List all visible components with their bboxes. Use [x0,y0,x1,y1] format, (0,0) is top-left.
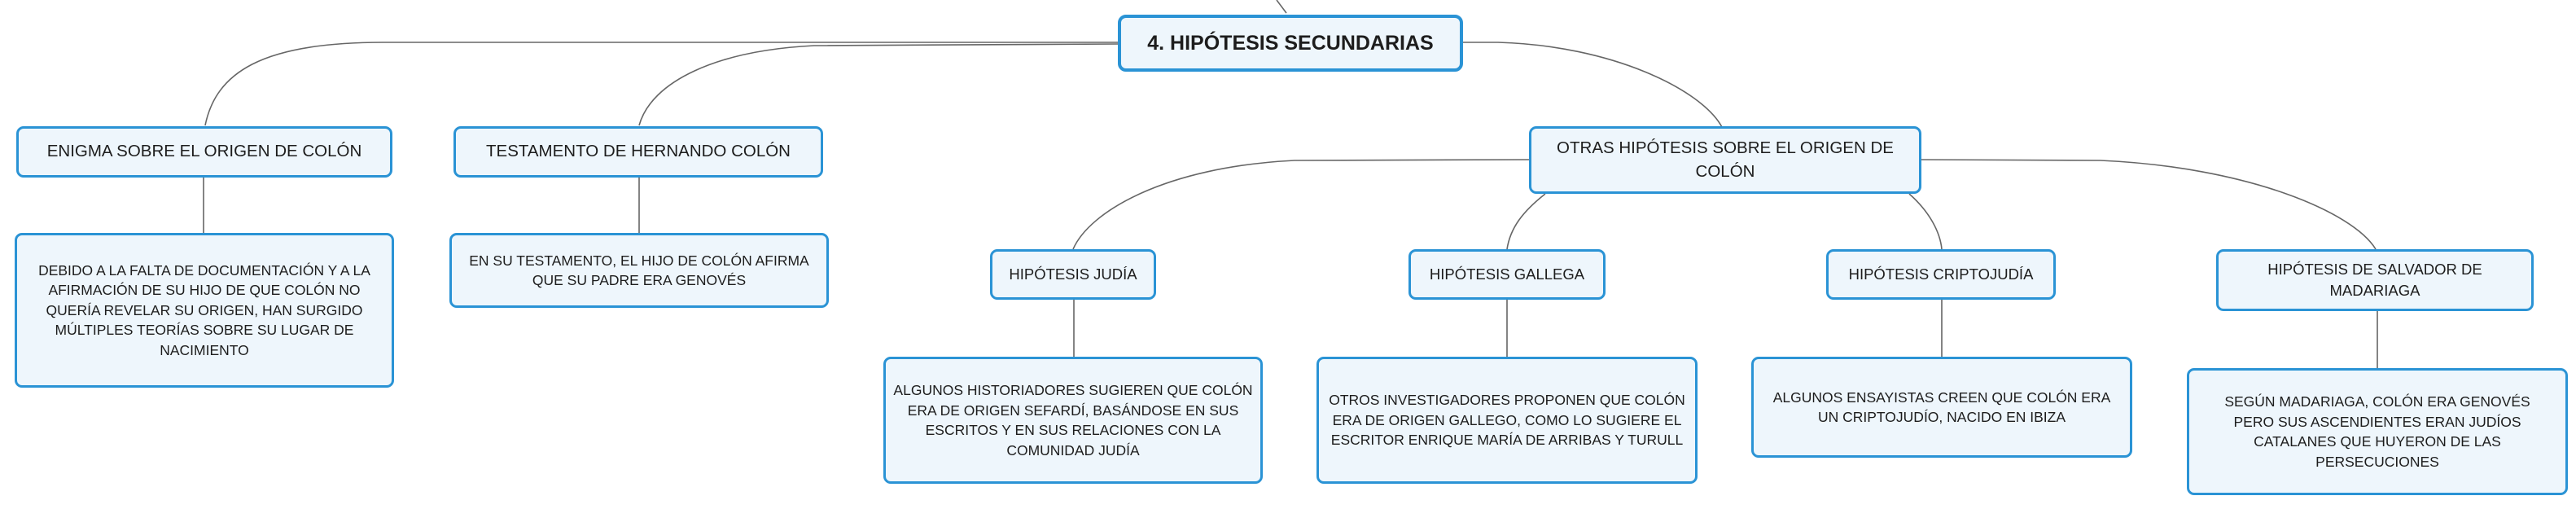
topic-hipotesis-judia[interactable]: HIPÓTESIS JUDÍA [990,249,1156,300]
connector-otras-judia [1072,159,1533,250]
root-topic[interactable]: 4. HIPÓTESIS SECUNDARIAS [1118,15,1463,72]
detail-hipotesis-criptojudia[interactable]: ALGUNOS ENSAYISTAS CREEN QUE COLÓN ERA U… [1751,357,2132,458]
connector-otras-madariaga [1917,159,2377,250]
topic-otras-hipotesis[interactable]: OTRAS HIPÓTESIS SOBRE EL ORIGEN DE COLÓN [1529,126,1921,194]
topic-testamento[interactable]: TESTAMENTO DE HERNANDO COLÓN [453,126,823,178]
detail-hipotesis-judia[interactable]: ALGUNOS HISTORIADORES SUGIEREN QUE COLÓN… [883,357,1263,484]
detail-enigma[interactable]: DEBIDO A LA FALTA DE DOCUMENTACIÓN Y A L… [15,233,394,388]
connector-root-testamento [638,43,1119,126]
topic-hipotesis-gallega[interactable]: HIPÓTESIS GALLEGA [1408,249,1606,300]
connector-root-parent [1276,0,1287,14]
detail-testamento[interactable]: EN SU TESTAMENTO, EL HIJO DE COLÓN AFIRM… [449,233,829,308]
detail-hipotesis-madariaga[interactable]: SEGÚN MADARIAGA, COLÓN ERA GENOVÉS PERO … [2187,368,2568,495]
connector-root-enigma [204,42,1118,126]
topic-hipotesis-madariaga[interactable]: HIPÓTESIS DE SALVADOR DE MADARIAGA [2216,249,2534,311]
connector-root-otras [1460,42,1723,128]
topic-hipotesis-criptojudia[interactable]: HIPÓTESIS CRIPTOJUDÍA [1826,249,2056,300]
topic-enigma[interactable]: ENIGMA SOBRE EL ORIGEN DE COLÓN [16,126,392,178]
connector-otras-gallega [1506,193,1546,250]
detail-hipotesis-gallega[interactable]: OTROS INVESTIGADORES PROPONEN QUE COLÓN … [1316,357,1698,484]
connector-otras-criptojudia [1908,193,1943,250]
